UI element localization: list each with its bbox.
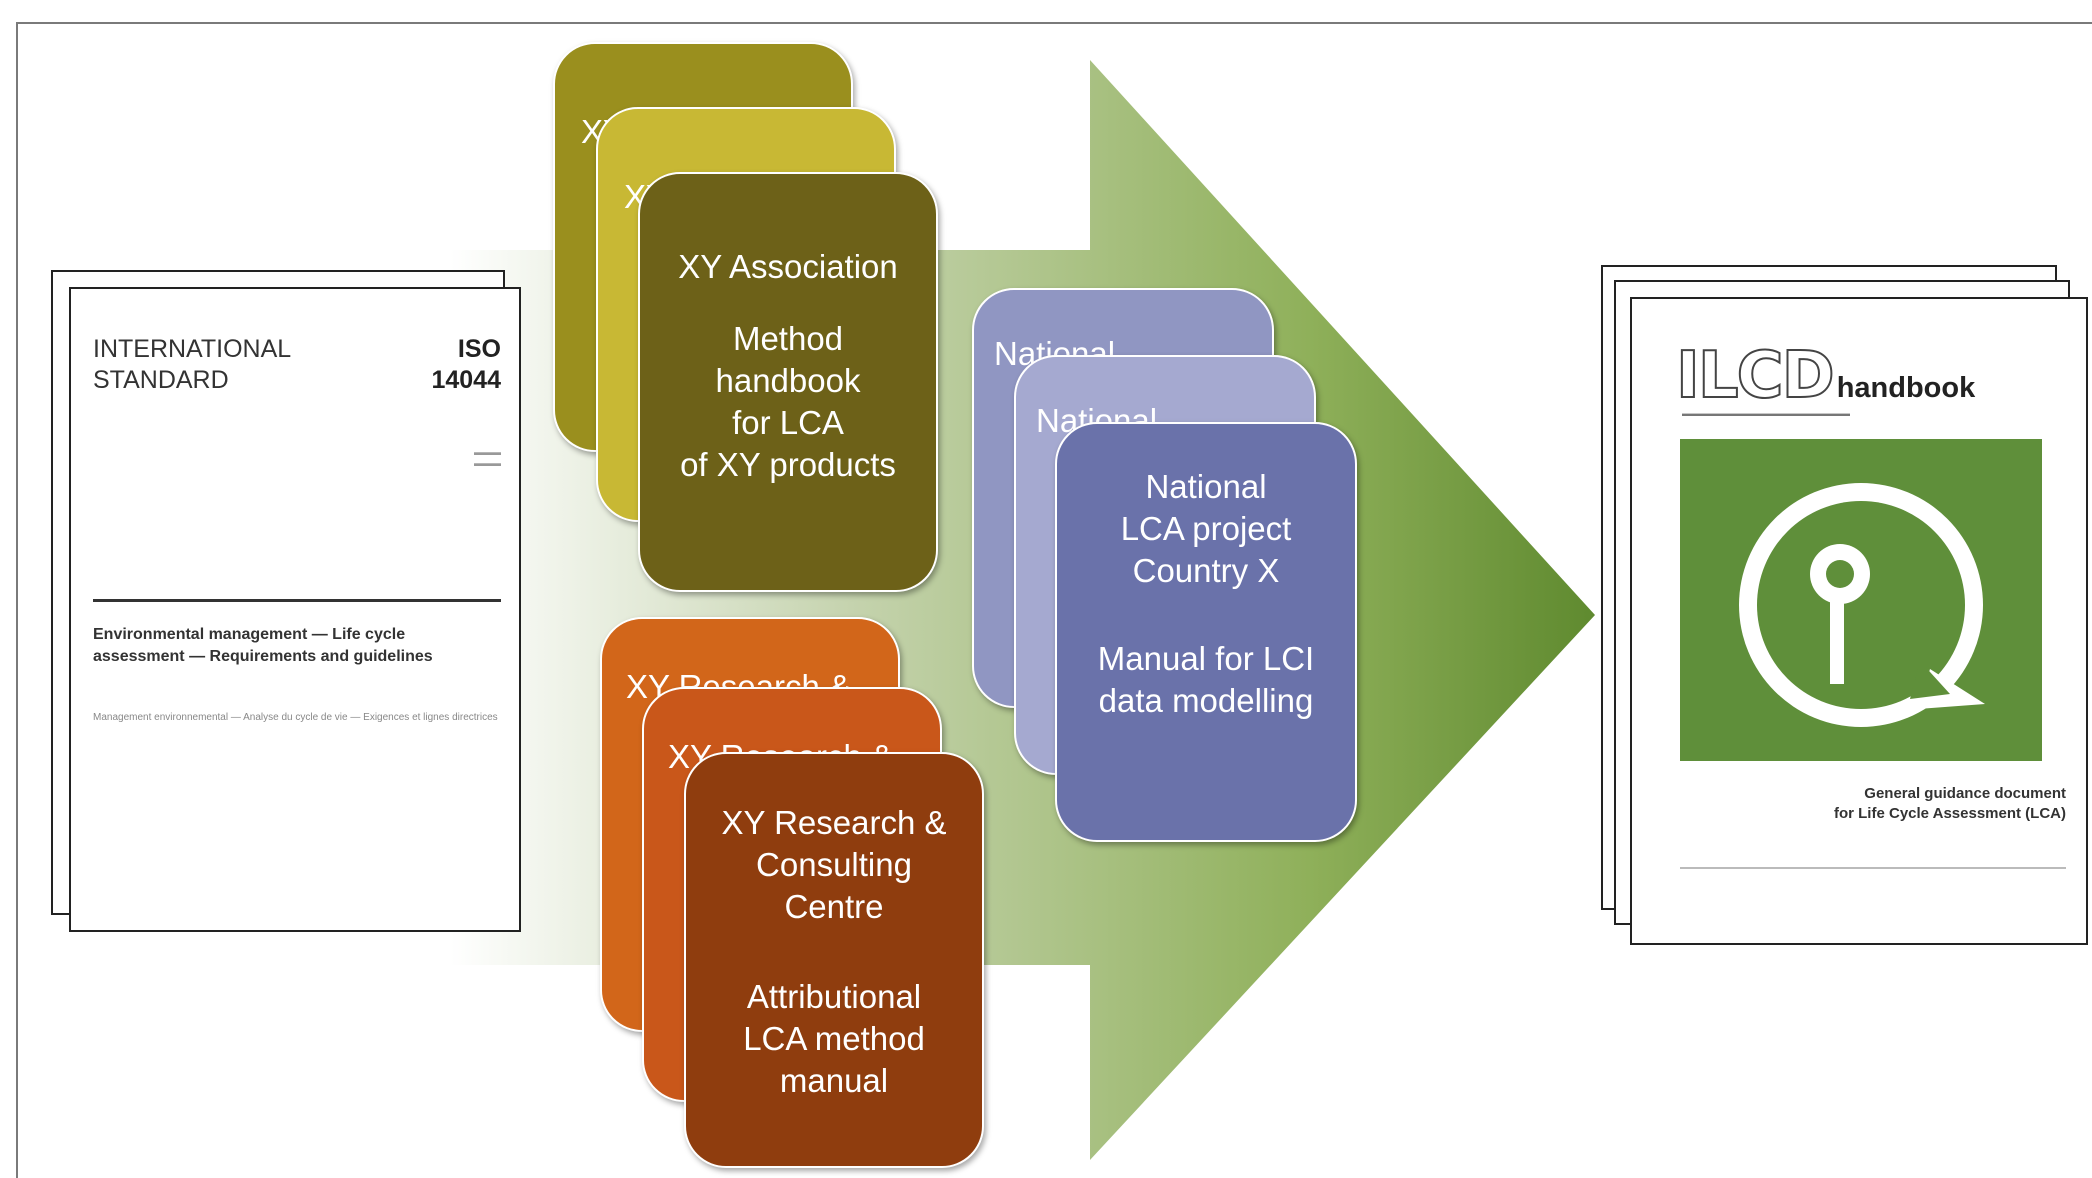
- association-line1: Method: [732, 320, 844, 357]
- national-card: National LCA project Country X Manual fo…: [1055, 422, 1357, 842]
- ilcd-caption-line1: General guidance document: [1864, 785, 2066, 802]
- iso-header-left: INTERNATIONAL STANDARD: [93, 334, 291, 396]
- association-line3: for LCA: [732, 404, 844, 441]
- ilcd-caption-line2: for Life Cycle Assessment (LCA): [1833, 805, 2066, 822]
- iso-edition-note: ▬▬▬▬▬▬: [474, 447, 501, 468]
- ilcd-divider: [1680, 867, 2066, 869]
- ilcd-logo-suffix: handbook: [1836, 372, 1976, 404]
- national-org-line3: Country X: [1132, 552, 1280, 589]
- national-line1: Manual for LCI: [1097, 640, 1315, 677]
- ilcd-cover-image: [1680, 439, 2042, 761]
- association-card: XY Association Method handbook for LCA o…: [638, 172, 938, 592]
- research-card: XY Research & Consulting Centre Attribut…: [684, 752, 984, 1168]
- research-line1: Attributional: [746, 978, 922, 1015]
- ilcd-caption: General guidance document for Life Cycle…: [1834, 784, 2066, 824]
- life-cycle-icon: [1739, 483, 1985, 727]
- research-org-line3: Centre: [784, 888, 884, 925]
- research-line2: LCA method: [743, 1020, 925, 1057]
- iso-divider: [93, 599, 501, 602]
- iso-header-line2: STANDARD: [93, 366, 229, 394]
- iso-document-subtitle: Management environnemental — Analyse du …: [93, 712, 498, 723]
- iso-code-line1: ISO: [457, 335, 501, 363]
- figure-frame: [16, 22, 2092, 1178]
- national-line2: data modelling: [1098, 682, 1314, 719]
- research-org-line2: Consulting: [756, 846, 912, 883]
- iso-code: ISO 14044: [431, 334, 501, 396]
- national-org-line1: National: [1145, 468, 1267, 505]
- association-line4: of XY products: [680, 446, 896, 483]
- iso-header-line1: INTERNATIONAL: [93, 335, 292, 363]
- research-org-line1: XY Research &: [721, 804, 947, 841]
- iso-document: INTERNATIONAL STANDARD ISO 14044 ▬▬▬▬▬▬ …: [69, 287, 521, 932]
- national-org-line2: LCA project: [1120, 510, 1292, 547]
- association-line2: handbook: [715, 362, 861, 399]
- ilcd-logo-text: ILCD: [1675, 338, 1836, 414]
- iso-document-title: Environmental management — Life cycle as…: [93, 626, 433, 665]
- ilcd-tagline: ▬▬▬▬▬▬▬▬▬▬▬▬▬▬▬▬▬▬▬▬▬: [1682, 409, 1850, 418]
- iso-code-line2: 14044: [431, 366, 501, 394]
- association-org: XY Association: [678, 248, 898, 285]
- research-line3: manual: [779, 1062, 889, 1099]
